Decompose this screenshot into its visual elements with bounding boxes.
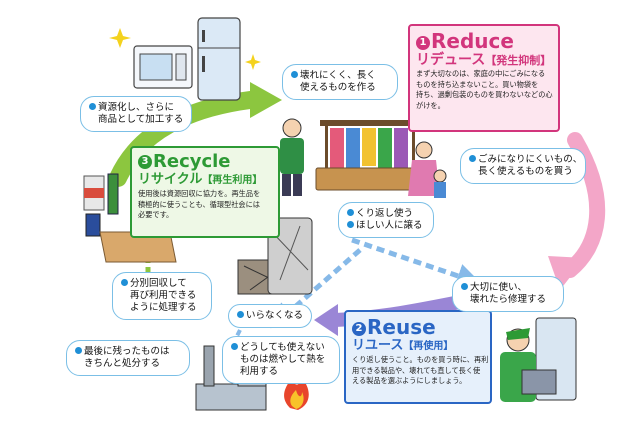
reduce-kana: リデュース <box>416 52 486 68</box>
reuse-number: 2 <box>352 322 366 336</box>
reuse-desc-line: 用できる製品や、壊れても直して長く使 <box>352 365 481 375</box>
reuse-kana: リユース <box>352 338 404 353</box>
bubble-text: 長く使えるものを買う <box>478 166 573 177</box>
bubble-buy-long: ごみになりにくいもの、 長く使えるものを買う <box>460 148 586 184</box>
bullet-icon <box>89 103 96 110</box>
bubble-text: 利用する <box>240 366 279 377</box>
bubble-text: 壊れにくく、長く <box>300 70 376 81</box>
recycle-desc-line: 必要です。 <box>138 210 174 219</box>
broken-appliances-illustration <box>237 217 313 295</box>
bubble-text: 最後に残ったものは <box>84 346 170 357</box>
sparkle-1 <box>109 28 131 48</box>
bullet-icon <box>461 283 468 290</box>
fridge-illustration <box>197 17 241 101</box>
bullet-icon <box>237 311 244 318</box>
bullet-icon <box>121 279 128 286</box>
bullet-icon <box>231 343 238 350</box>
repair-man-illustration <box>500 317 577 402</box>
oven-illustration <box>133 45 193 89</box>
bubble-text: 再び利用できる <box>130 290 197 301</box>
bullet-icon <box>347 221 354 228</box>
recycle-kana: リサイクル <box>138 172 203 187</box>
bubble-text: 分別回収して <box>130 278 187 289</box>
bubble-text: いらなくなる <box>246 310 304 321</box>
bubble-repair: 大切に使い、 壊れたら修理する <box>452 276 564 312</box>
reduce-desc-line: まず大切なのは、家庭の中にごみになる <box>416 69 546 78</box>
recycle-number: 3 <box>138 155 152 169</box>
recycle-desc-line: 積極的に使うことも、循環型社会には <box>138 199 260 209</box>
reduce-title: Reduce <box>431 29 514 53</box>
reduce-desc-line: がけを。 <box>416 100 445 110</box>
bullet-icon <box>347 209 354 216</box>
reduce-description: まず大切なのは、家庭の中にごみになる ものを持ち込まないこと。買い物袋を 持ち、… <box>416 69 553 111</box>
bubble-text: ごみになりにくいもの、 <box>478 154 583 165</box>
recycle-title: Recycle <box>153 151 231 172</box>
reuse-title: Reuse <box>367 315 436 339</box>
purple-arrow-head <box>314 304 338 336</box>
bullet-icon <box>75 347 82 354</box>
reduce-kanji: 【発生抑制】 <box>485 54 552 67</box>
blue-dashed-arrow-2 <box>270 248 362 329</box>
bubble-text: 壊れたら修理する <box>470 294 547 305</box>
bubble-text: 商品として加工する <box>98 114 184 125</box>
reuse-desc-line: くり返し使うこと。ものを買う時に、再利 <box>352 355 489 364</box>
bubble-final: 最後に残ったものは きちんと処分する <box>66 340 190 376</box>
bubble-sort: 分別回収して 再び利用できる ように処理する <box>112 272 212 320</box>
reduce-desc-line: ものを持ち込まないこと。買い物袋を <box>416 79 539 89</box>
reduce-number: 1 <box>416 36 430 50</box>
bubble-burn: どうしても使えない ものは燃やして熱を 利用する <box>222 336 340 384</box>
green-arrow-head <box>250 82 282 118</box>
bullet-icon <box>291 71 298 78</box>
bubble-text: ものは燃やして熱を <box>240 354 326 365</box>
reuse-kanji: 【再使用】 <box>403 341 454 352</box>
bubble-resource: 資源化し、さらに 商品として加工する <box>80 96 192 132</box>
clothing-shop-illustration <box>280 118 447 198</box>
bubble-text: 大切に使い、 <box>470 282 528 293</box>
bubble-text: くり返し使う <box>356 208 414 219</box>
recycle-kanji: 【再生利用】 <box>202 175 263 186</box>
bubble-reuse-give: くり返し使う ほしい人に譲る <box>338 202 434 238</box>
bubble-text: きちんと処分する <box>84 358 161 369</box>
recycle-description: 使用後は資源回収に協力を。再生品を 積極的に使うことも、循環型社会には 必要です… <box>138 189 272 221</box>
reuse-subtitle: リユース【再使用】 <box>352 338 484 355</box>
blue-dashed-arrow-1 <box>351 237 482 288</box>
bubble-text: 資源化し、さらに <box>98 102 175 113</box>
bubble-durable: 壊れにくく、長く 使えるものを作る <box>282 64 398 100</box>
recycle-subtitle: リサイクル【再生利用】 <box>138 172 272 189</box>
bubble-text: ほしい人に譲る <box>356 220 423 231</box>
sparkle-2 <box>245 54 261 70</box>
reuse-description: くり返し使うこと。ものを買う時に、再利 用できる製品や、壊れても直して長く使 え… <box>352 355 489 387</box>
recycle-desc-line: 使用後は資源回収に協力を。再生品を <box>138 189 261 198</box>
bubble-text: どうしても使えない <box>240 342 325 353</box>
bubble-text: 使えるものを作る <box>300 82 376 93</box>
reuse-desc-line: える製品を選ぶようにしましょう。 <box>352 376 467 385</box>
reduce-subtitle: リデュース【発生抑制】 <box>416 52 552 69</box>
bubble-unneeded: いらなくなる <box>228 304 312 328</box>
reduce-desc-line: 持ち、過剰包装のものを買わないなどの心 <box>416 90 553 99</box>
bullet-icon <box>469 155 476 162</box>
bubble-text: ように処理する <box>130 302 197 313</box>
